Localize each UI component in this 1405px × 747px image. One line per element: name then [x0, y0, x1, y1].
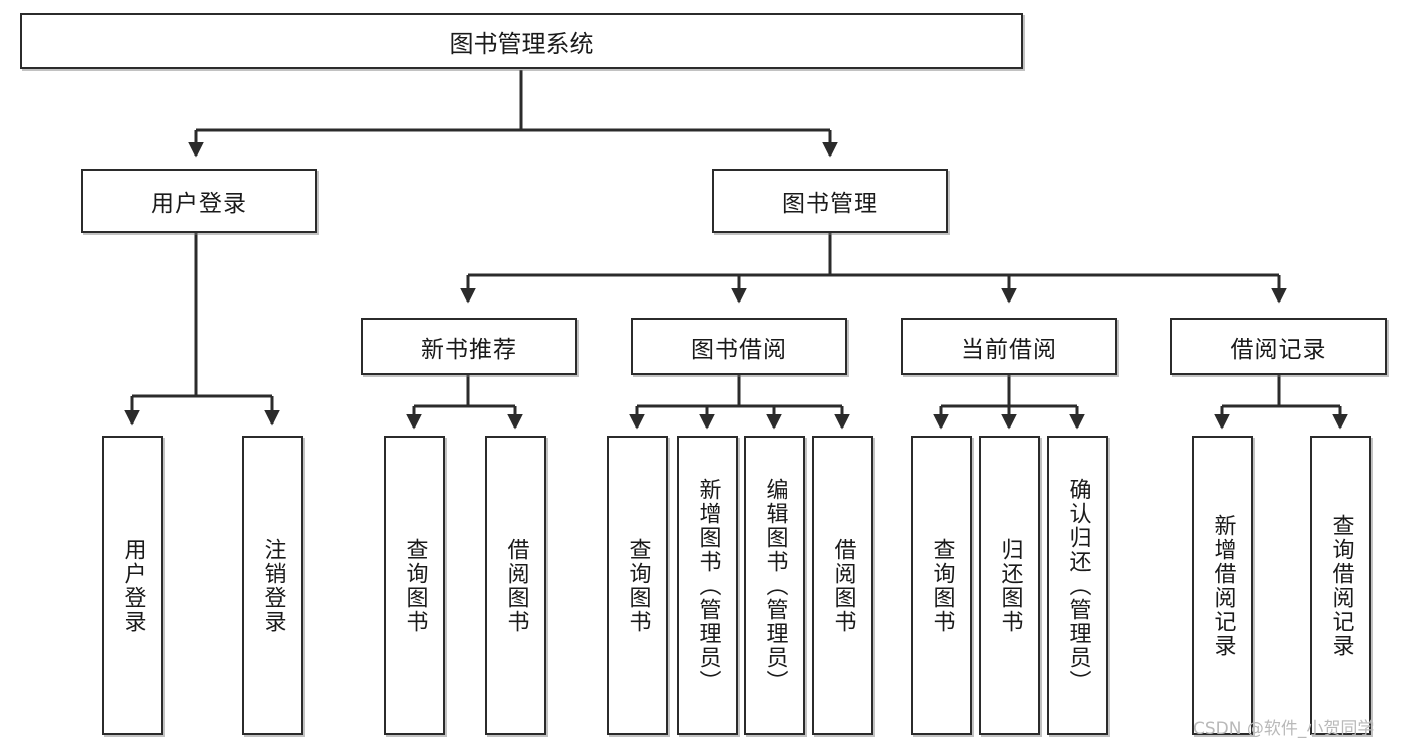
- node-root-system[interactable]: 图书管理系统: [20, 13, 1023, 69]
- node-new-book-recommend-label: 新书推荐: [421, 336, 517, 363]
- leaf-label: 确认归还（管理员）: [1065, 477, 1091, 694]
- node-borrow-record-label: 借阅记录: [1230, 336, 1327, 363]
- leaf-recommend-borrow-book[interactable]: 借阅图书: [485, 436, 546, 735]
- node-user-login[interactable]: 用户登录: [81, 169, 317, 233]
- leaf-label: 用户登录: [120, 537, 146, 634]
- leaf-label: 查询图书: [402, 537, 428, 634]
- node-book-borrow-label: 图书借阅: [691, 336, 787, 363]
- leaf-borrow-edit-book[interactable]: 编辑图书（管理员）: [744, 436, 805, 735]
- leaf-label: 编辑图书（管理员）: [762, 477, 788, 694]
- leaf-record-query-record[interactable]: 查询借阅记录: [1310, 436, 1371, 735]
- leaf-label: 借阅图书: [830, 537, 856, 634]
- leaf-label: 新增图书（管理员）: [695, 477, 721, 694]
- leaf-user-login-logout[interactable]: 注销登录: [242, 436, 303, 735]
- node-borrow-record[interactable]: 借阅记录: [1170, 318, 1387, 375]
- leaf-record-add-record[interactable]: 新增借阅记录: [1192, 436, 1253, 735]
- node-current-borrow[interactable]: 当前借阅: [901, 318, 1117, 375]
- leaf-label: 借阅图书: [503, 537, 529, 634]
- node-new-book-recommend[interactable]: 新书推荐: [361, 318, 577, 375]
- node-book-management-label: 图书管理: [782, 191, 878, 217]
- leaf-borrow-query-book[interactable]: 查询图书: [607, 436, 668, 735]
- leaf-borrow-borrow-book[interactable]: 借阅图书: [812, 436, 873, 735]
- leaf-label: 新增借阅记录: [1210, 513, 1236, 658]
- leaf-label: 注销登录: [260, 537, 286, 634]
- leaf-label: 查询图书: [929, 537, 955, 634]
- node-book-borrow[interactable]: 图书借阅: [631, 318, 847, 375]
- leaf-recommend-query-book[interactable]: 查询图书: [384, 436, 445, 735]
- leaf-label: 归还图书: [997, 537, 1023, 634]
- leaf-user-login-login[interactable]: 用户登录: [102, 436, 163, 735]
- leaf-current-confirm-return[interactable]: 确认归还（管理员）: [1047, 436, 1108, 735]
- node-current-borrow-label: 当前借阅: [961, 336, 1057, 363]
- leaf-label: 查询图书: [625, 537, 651, 634]
- leaf-current-query-book[interactable]: 查询图书: [911, 436, 972, 735]
- node-user-login-label: 用户登录: [151, 191, 247, 217]
- node-book-management[interactable]: 图书管理: [712, 169, 948, 233]
- csdn-watermark: CSDN @软件_小贺同学: [1193, 719, 1375, 739]
- leaf-current-return-book[interactable]: 归还图书: [979, 436, 1040, 735]
- node-root-label: 图书管理系统: [449, 29, 594, 58]
- leaf-label: 查询借阅记录: [1328, 513, 1354, 658]
- leaf-borrow-add-book[interactable]: 新增图书（管理员）: [677, 436, 738, 735]
